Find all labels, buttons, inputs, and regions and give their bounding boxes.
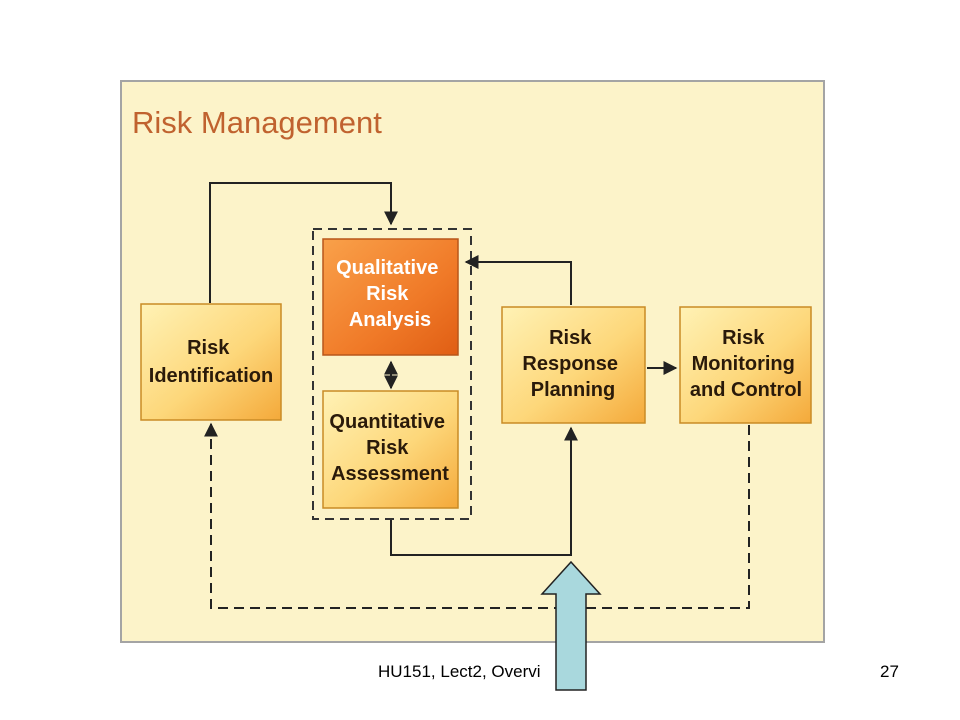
quantitative-risk-assessment-box <box>322 390 459 509</box>
connector-response-to-qualitative <box>464 255 572 305</box>
risk-response-planning-label: Risk Response Planning <box>522 327 623 401</box>
connector-quantitative-to-response <box>390 426 578 556</box>
connector-identification-to-qualitative <box>209 182 398 303</box>
footer-page-number: 27 <box>880 662 899 681</box>
analysis-group-frame <box>312 228 472 520</box>
qualitative-risk-analysis-box <box>322 238 459 356</box>
qualitative-risk-analysis-label: Qualitative Risk Analysis <box>336 257 444 331</box>
diagram-title: Risk Management <box>132 105 382 140</box>
risk-monitoring-control-box <box>679 306 812 424</box>
footer-course-label: HU151, Lect2, Overvi <box>378 662 541 681</box>
feedback-loop-dashed <box>204 422 750 609</box>
risk-monitoring-control-label: Risk Monitoring and Control <box>690 327 802 401</box>
risk-identification-label: Risk Identification <box>149 337 273 387</box>
quantitative-risk-assessment-label: Quantitative Risk Assessment <box>329 411 450 485</box>
pointer-arrow-icon <box>540 560 602 691</box>
risk-response-planning-box <box>501 306 646 424</box>
risk-identification-box <box>140 303 282 421</box>
